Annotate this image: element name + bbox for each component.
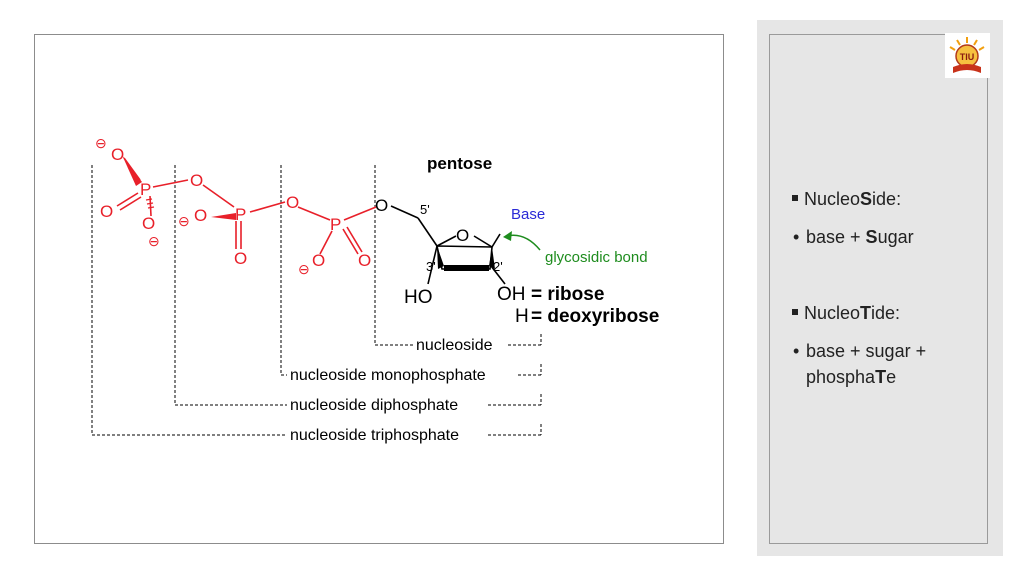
university-logo: TIU xyxy=(945,33,990,78)
svg-text:O: O xyxy=(312,251,325,270)
svg-text:O: O xyxy=(190,171,203,190)
glycosidic-bond-label: glycosidic bond xyxy=(545,249,648,266)
atom-P3: P xyxy=(330,215,341,234)
svg-text:⊖: ⊖ xyxy=(148,233,160,249)
bracket-label-triphosphate: nucleoside triphosphate xyxy=(290,427,459,444)
svg-text:⊖: ⊖ xyxy=(178,213,190,229)
nucleotide-definition: •base + sugar + phosphaTe xyxy=(793,341,927,387)
atom-P2: P xyxy=(235,205,246,224)
svg-text:O: O xyxy=(194,206,207,225)
svg-text:O: O xyxy=(111,145,124,164)
carbon-5-label: 5' xyxy=(420,202,430,217)
sidebar-panel xyxy=(769,34,988,544)
nucleoside-heading: NucleoSide: xyxy=(792,188,901,210)
ring-oxygen: O xyxy=(456,226,469,245)
figure-panel xyxy=(34,34,724,544)
svg-text:O: O xyxy=(142,214,155,233)
svg-text:O: O xyxy=(358,251,371,270)
pentose-title: pentose xyxy=(427,154,492,173)
base-label: Base xyxy=(511,206,545,223)
ho-3-label: HO xyxy=(404,287,433,308)
nucleotide-heading: NucleoTide: xyxy=(792,302,900,324)
svg-text:⊖: ⊖ xyxy=(298,261,310,277)
bracket-label-monophosphate: nucleoside monophosphate xyxy=(290,367,486,384)
deoxyribose-label: = deoxyribose xyxy=(531,306,659,327)
svg-text:⊖: ⊖ xyxy=(95,135,107,151)
atom-P1: P xyxy=(140,180,151,199)
svg-text:O: O xyxy=(286,193,299,212)
bracket-label-nucleoside: nucleoside xyxy=(416,337,493,354)
bracket-label-diphosphate: nucleoside diphosphate xyxy=(290,397,458,414)
atom-link-O: O xyxy=(375,196,388,215)
svg-text:O: O xyxy=(100,202,113,221)
carbon-2-label: 2' xyxy=(493,259,503,274)
svg-text:O: O xyxy=(234,249,247,268)
carbon-3-label: 3' xyxy=(426,259,436,274)
oh-2-label: OH xyxy=(497,284,526,305)
ribose-label: = ribose xyxy=(531,284,604,305)
logo-text: TIU xyxy=(960,52,975,62)
nucleoside-definition: •base + Sugar xyxy=(793,227,914,247)
h-2-label: H xyxy=(515,306,529,327)
